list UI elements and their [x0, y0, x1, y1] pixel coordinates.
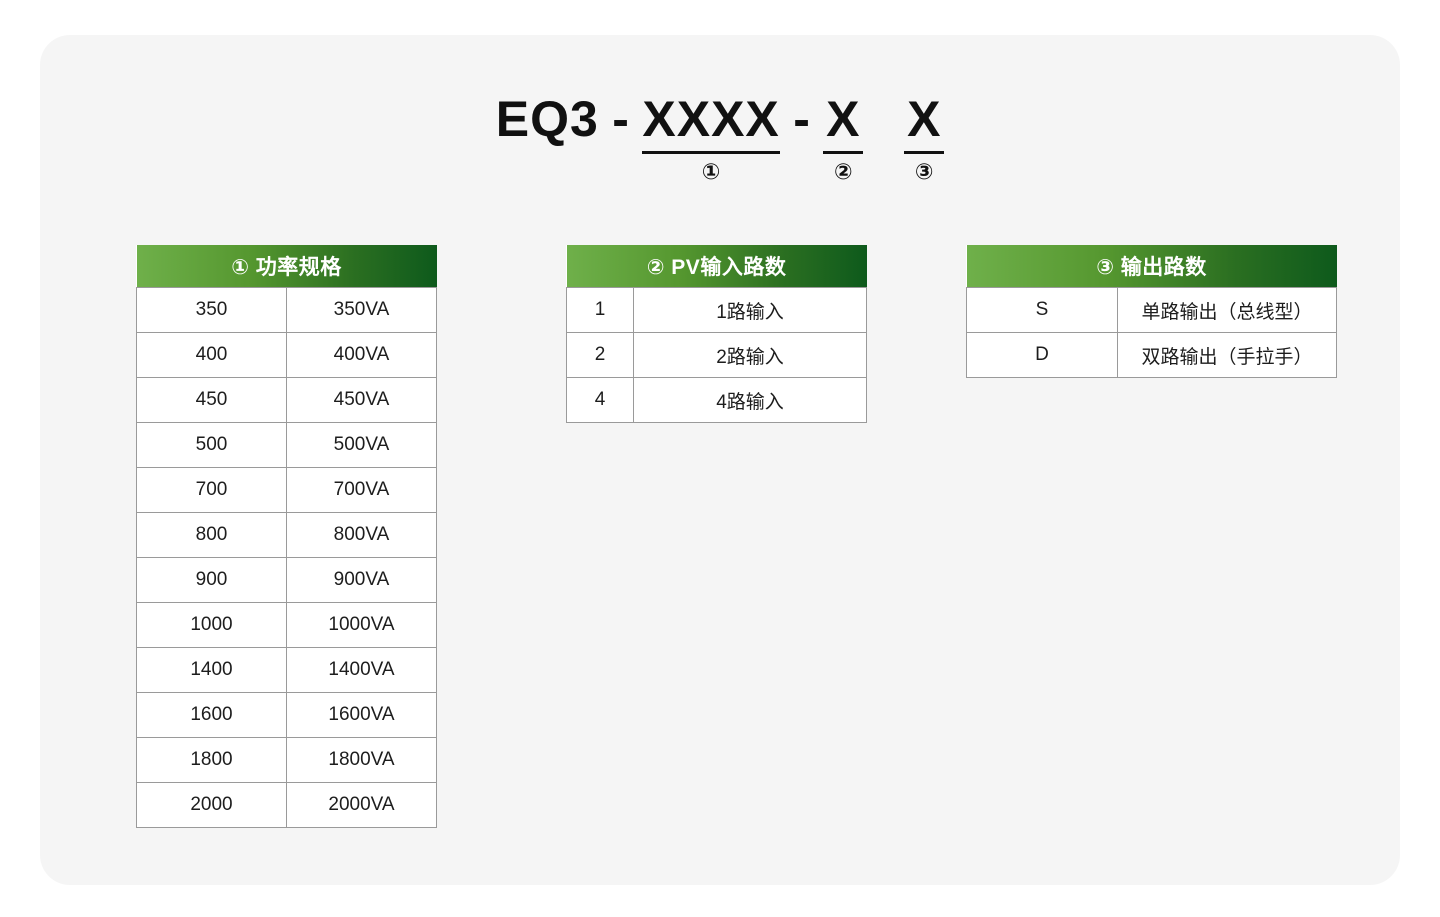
cell-description: 500VA	[286, 422, 437, 468]
model-dash-2-text: -	[793, 91, 810, 147]
cell-code: 1600	[136, 692, 287, 738]
cell-code: 2000	[136, 782, 287, 828]
cell-code: S	[966, 287, 1118, 333]
cell-code: D	[966, 332, 1118, 378]
cell-description: 1800VA	[286, 737, 437, 783]
cell-description: 1路输入	[632, 287, 868, 333]
model-segment-2: X ②	[823, 88, 864, 187]
cell-description: 400VA	[286, 332, 437, 378]
cell-code: 800	[136, 512, 287, 558]
model-prefix-text: EQ3	[495, 91, 599, 147]
model-code-diagram: EQ3 - XXXX ① - X ② X ③	[0, 88, 1440, 187]
model-dash-1: -	[603, 88, 638, 150]
cell-description: 450VA	[286, 377, 437, 423]
cell-code: 500	[136, 422, 287, 468]
cell-code: 1800	[136, 737, 287, 783]
cell-code: 900	[136, 557, 287, 603]
table-header-row: ③ 输出路数	[966, 245, 1337, 288]
cell-description: 单路输出（总线型）	[1117, 287, 1337, 333]
table-header-row: ② PV输入路数	[566, 245, 867, 288]
model-segment-3-text: X	[907, 91, 942, 147]
cell-code: 450	[136, 377, 287, 423]
cell-description: 2000VA	[286, 782, 437, 828]
model-segment-3: X ③	[904, 88, 945, 187]
cell-description: 1600VA	[286, 692, 437, 738]
table-power-header: ① 功率规格	[136, 245, 437, 288]
model-dash-1-text: -	[612, 91, 629, 147]
cell-code: 1	[566, 287, 634, 333]
model-segment-1-text: XXXX	[642, 91, 780, 147]
model-segment-3-underline	[904, 151, 945, 154]
cell-code: 1000	[136, 602, 287, 648]
model-segment-1-underline	[642, 151, 780, 154]
model-segment-3-marker: ③	[914, 159, 934, 184]
cell-code: 2	[566, 332, 634, 378]
model-segment-2-marker: ②	[834, 159, 853, 184]
model-segment-2-underline	[823, 151, 864, 154]
cell-description: 1000VA	[286, 602, 437, 648]
cell-code: 4	[566, 377, 634, 423]
cell-description: 双路输出（手拉手）	[1117, 332, 1337, 378]
cell-code: 700	[136, 467, 287, 513]
cell-description: 800VA	[286, 512, 437, 558]
cell-description: 900VA	[286, 557, 437, 603]
table-output-header: ③ 输出路数	[966, 245, 1337, 288]
cell-code: 1400	[136, 647, 287, 693]
cell-description: 2路输入	[632, 332, 868, 378]
table-pv-header: ② PV输入路数	[566, 245, 867, 288]
cell-description: 4路输入	[632, 377, 868, 423]
model-prefix: EQ3	[496, 88, 599, 150]
model-dash-2: -	[784, 88, 819, 150]
model-segment-1: XXXX ①	[642, 88, 780, 187]
cell-code: 350	[136, 287, 287, 333]
cell-description: 350VA	[286, 287, 437, 333]
model-segment-1-marker: ①	[701, 159, 721, 184]
cell-description: 1400VA	[286, 647, 437, 693]
table-header-row: ① 功率规格	[136, 245, 437, 288]
model-segment-2-text: X	[826, 91, 861, 147]
cell-code: 400	[136, 332, 287, 378]
cell-description: 700VA	[286, 467, 437, 513]
